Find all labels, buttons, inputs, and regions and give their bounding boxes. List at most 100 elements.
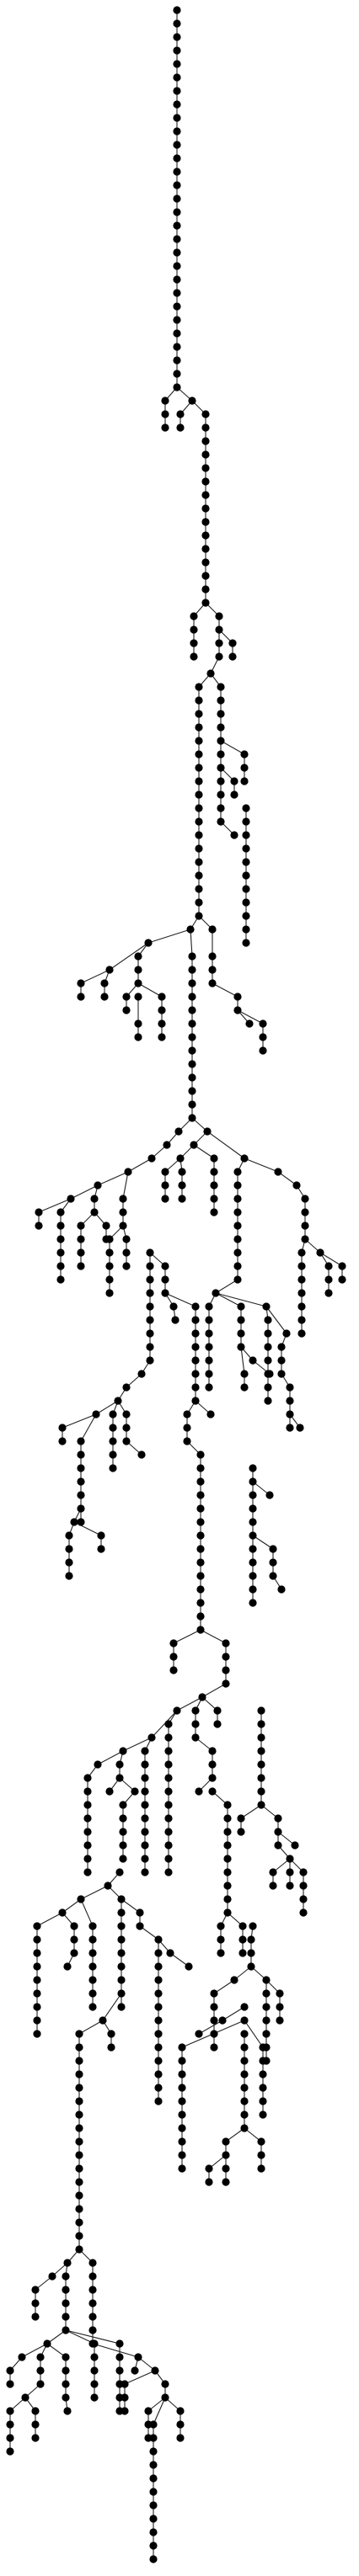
- tree-node: [63, 2259, 72, 2267]
- tree-node: [65, 1545, 73, 1553]
- tree-node: [277, 1585, 286, 1594]
- tree-node: [206, 1410, 215, 1418]
- tree-node: [215, 625, 223, 634]
- tree-node: [222, 2164, 230, 2173]
- tree-node: [259, 2043, 267, 2052]
- tree-node: [58, 1908, 67, 1917]
- tree-node: [43, 2339, 51, 2348]
- tree-node: [233, 1006, 242, 1014]
- tree-node: [154, 2003, 163, 2011]
- tree-edge: [244, 1158, 279, 1173]
- tree-node: [242, 898, 250, 907]
- tree-node: [88, 1976, 97, 1984]
- tree-node: [210, 1989, 218, 1998]
- tree-node: [178, 2110, 186, 2119]
- tree-node: [161, 2393, 169, 2402]
- tree-node: [75, 2110, 83, 2119]
- tree-node: [176, 2434, 185, 2442]
- tree-node: [117, 2003, 126, 2011]
- tree-node: [233, 1275, 242, 1284]
- tree-node: [264, 1356, 272, 1365]
- tree-node: [191, 1329, 200, 1338]
- tree-node: [164, 1814, 173, 1823]
- tree-node: [122, 1383, 131, 1392]
- tree-node: [223, 1828, 232, 1836]
- tree-node: [208, 979, 217, 987]
- tree-node: [151, 2366, 159, 2375]
- tree-node: [161, 1195, 169, 1203]
- tree-node: [158, 1006, 166, 1014]
- tree-node: [249, 1558, 257, 1567]
- tree-node: [210, 2016, 218, 2025]
- tree-node: [191, 1706, 200, 1715]
- tree-node: [233, 1181, 242, 1190]
- tree-node: [208, 952, 217, 961]
- tree-node: [141, 1868, 149, 1876]
- tree-node: [242, 844, 250, 853]
- tree-node: [149, 2447, 158, 2456]
- tree-node: [48, 2272, 56, 2281]
- tree-node: [63, 1962, 72, 1971]
- tree-node: [208, 925, 217, 934]
- tree-node: [195, 750, 203, 758]
- tree-edge: [222, 2006, 245, 2021]
- tree-edge: [80, 1413, 97, 1442]
- tree-node: [75, 2178, 83, 2186]
- tree-node: [62, 2272, 70, 2281]
- tree-node: [237, 1329, 245, 1338]
- tree-node: [122, 1248, 131, 1257]
- tree-node: [297, 1248, 306, 1257]
- tree-node: [94, 1760, 102, 1769]
- tree-node: [185, 1962, 193, 1971]
- tree-node: [77, 1491, 85, 1499]
- tree-node: [163, 1141, 171, 1149]
- tree-node: [149, 2474, 158, 2483]
- tree-node: [240, 2003, 249, 2011]
- tree-node: [90, 1195, 99, 1203]
- tree-node: [240, 2124, 249, 2132]
- tree-node: [257, 1787, 265, 1796]
- tree-node: [105, 1289, 114, 1297]
- tree-node: [286, 1868, 294, 1876]
- tree-node: [56, 1221, 65, 1230]
- tree-node: [176, 410, 185, 418]
- tree-node: [141, 1814, 149, 1823]
- tree-node: [117, 1935, 126, 1944]
- tree-node: [196, 1518, 205, 1526]
- tree-node: [208, 1774, 217, 1782]
- tree-node: [299, 1868, 308, 1876]
- tree-node: [31, 2407, 40, 2415]
- tree-node: [173, 194, 181, 203]
- tree-node: [154, 1935, 163, 1944]
- tree-node: [77, 1464, 85, 1472]
- tree-node: [154, 1989, 163, 1998]
- tree-node: [210, 2043, 218, 2052]
- tree-node: [201, 491, 210, 499]
- tree-node: [178, 2057, 186, 2065]
- tree-node: [217, 790, 225, 799]
- tree-edge: [206, 1131, 245, 1159]
- tree-node: [178, 2124, 186, 2132]
- tree-node: [77, 1262, 85, 1270]
- tree-node: [65, 1531, 73, 1540]
- tree-node: [242, 925, 250, 934]
- tree-node: [161, 1168, 169, 1176]
- tree-node: [119, 1195, 127, 1203]
- tree-node: [105, 1262, 114, 1270]
- tree-node: [230, 831, 238, 839]
- tree-node: [274, 1814, 282, 1823]
- tree-node: [201, 545, 210, 553]
- tree-node: [88, 2259, 97, 2267]
- tree-node: [190, 612, 198, 620]
- tree-node: [109, 1437, 117, 1445]
- tree-node: [164, 1868, 173, 1876]
- tree-node: [213, 1720, 222, 1728]
- tree-edge: [62, 1413, 97, 1429]
- tree-node: [178, 2084, 186, 2092]
- tree-node: [77, 1477, 85, 1486]
- tree-node: [259, 2057, 267, 2065]
- tree-node: [242, 858, 250, 866]
- tree-node: [56, 1275, 65, 1284]
- tree-node: [83, 1855, 92, 1863]
- tree-node: [31, 2299, 40, 2307]
